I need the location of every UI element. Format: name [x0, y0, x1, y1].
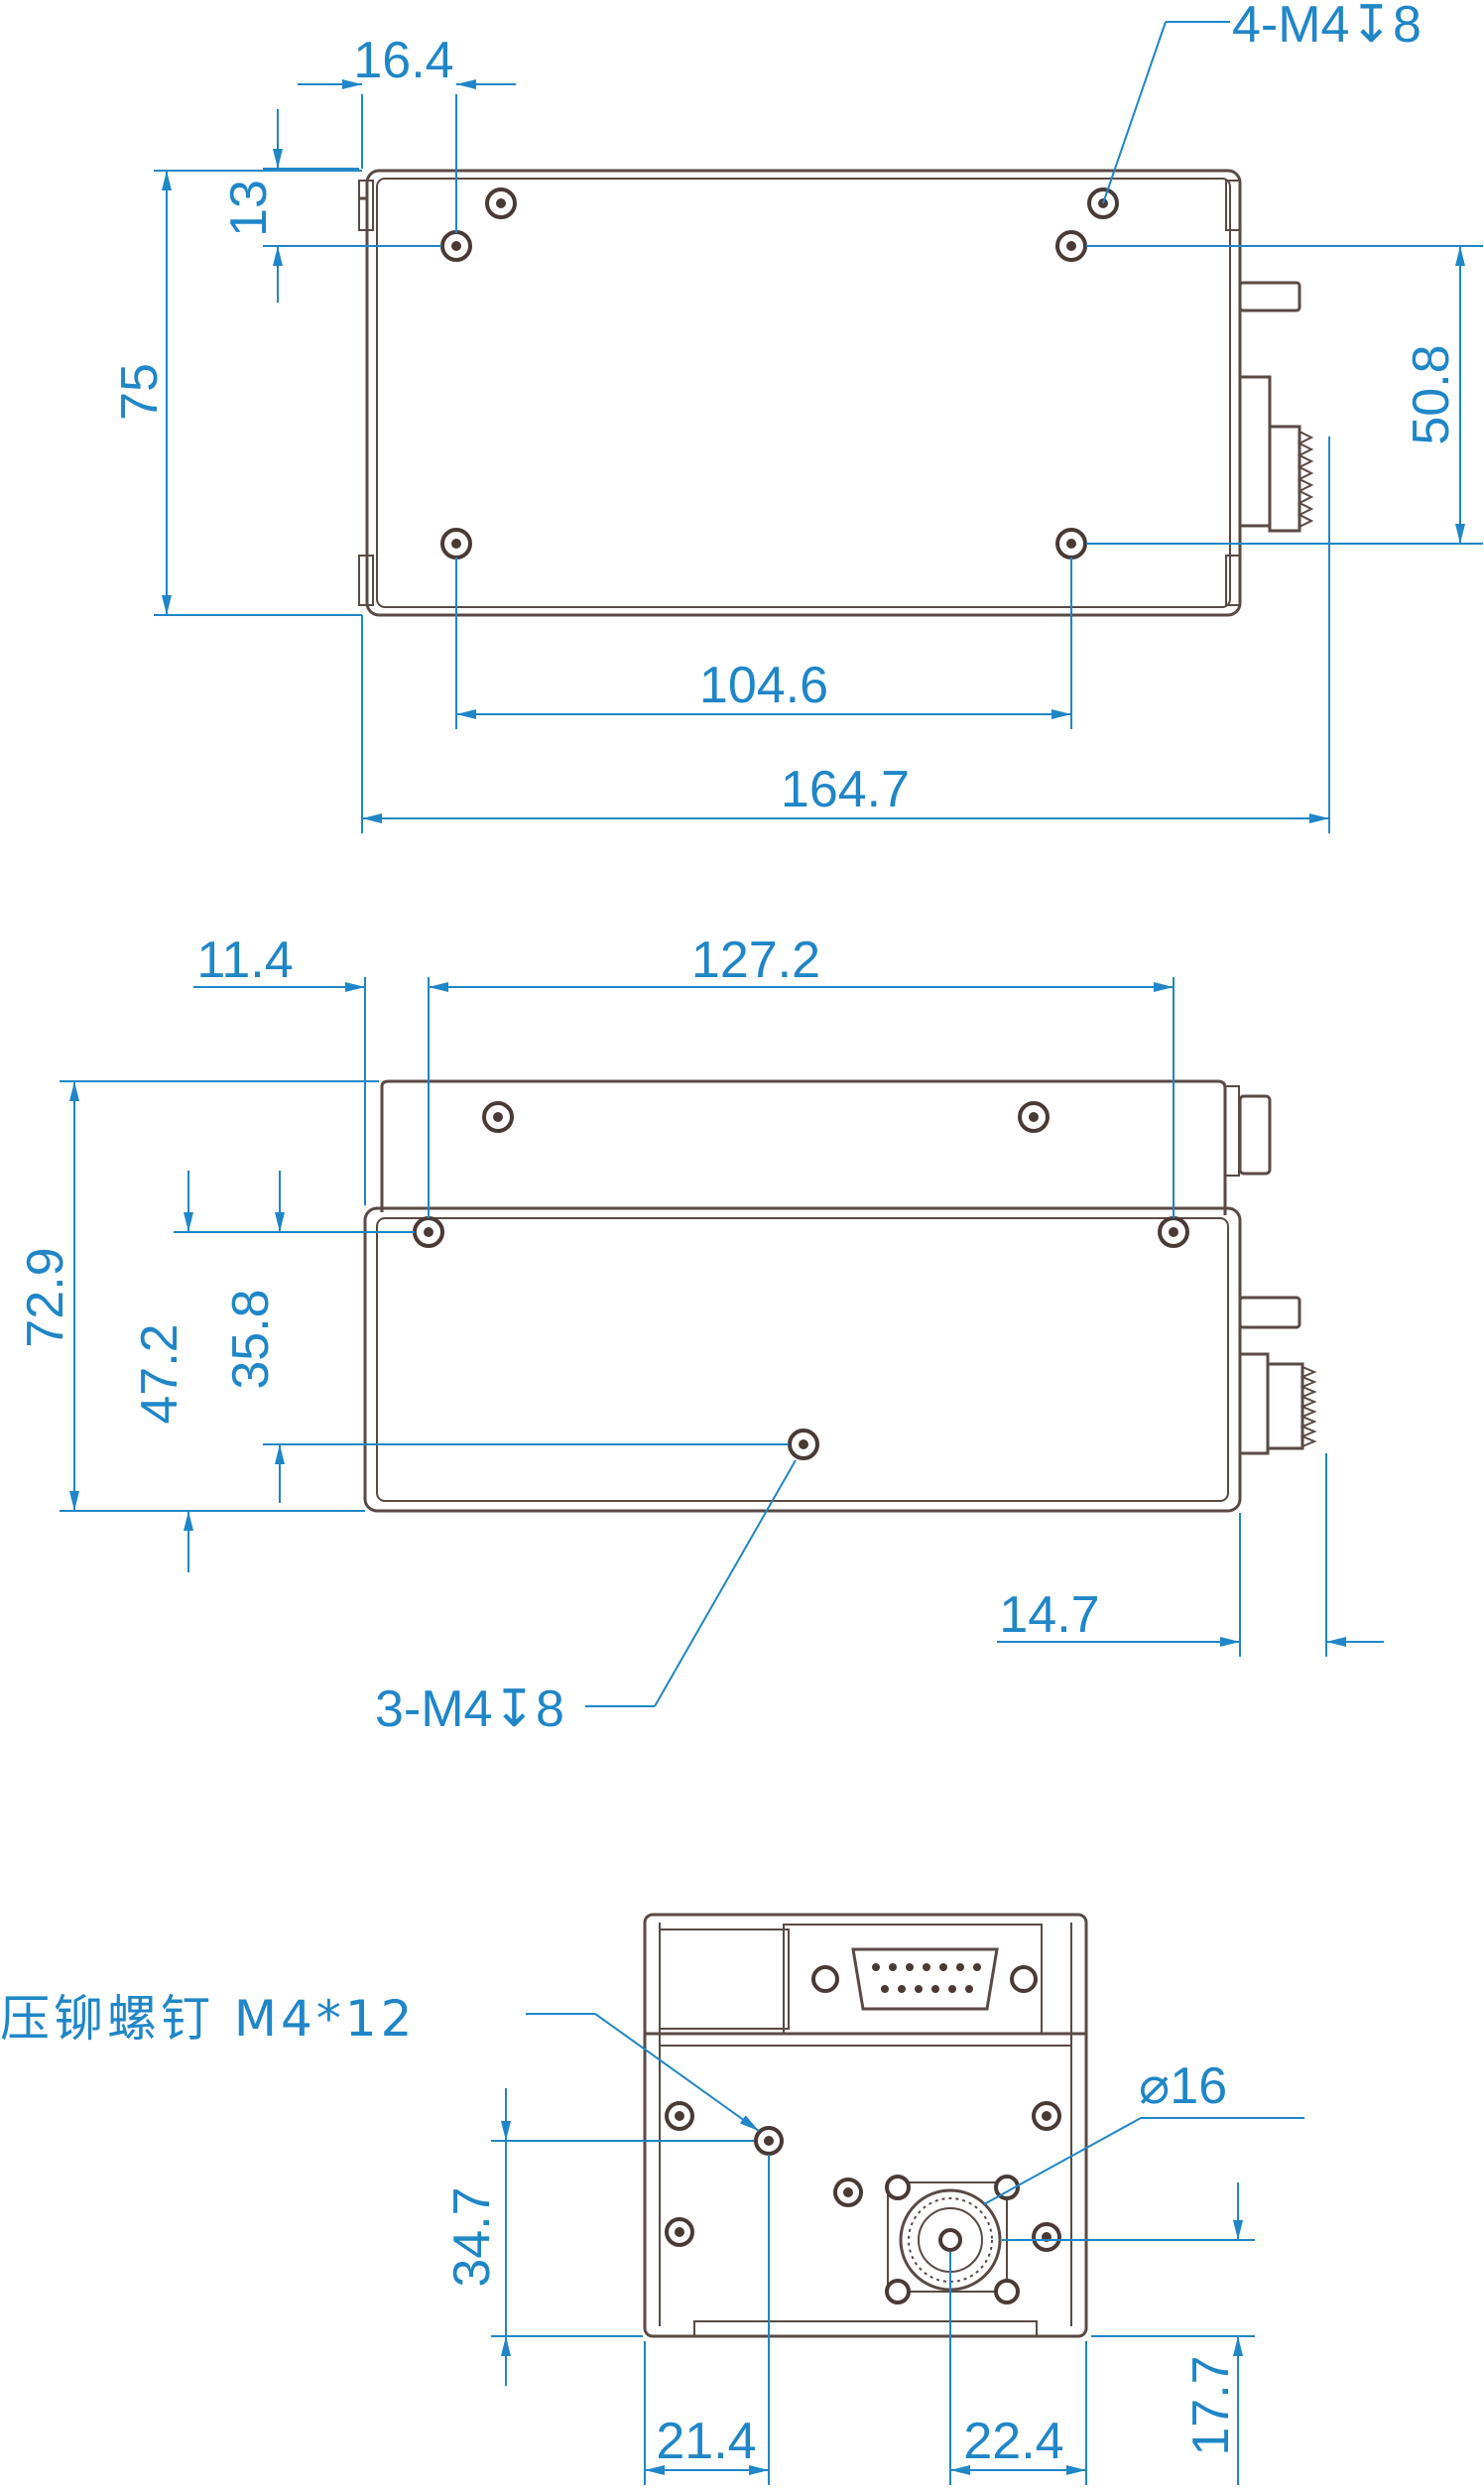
end-view-hole [1032, 2101, 1061, 2131]
top-view-bnc-body [1268, 425, 1301, 533]
end-view-hole [1032, 2222, 1061, 2252]
side-view-bnc-knurl [1299, 1366, 1317, 1447]
end-view: 压铆螺钉 M4*12 ⌀16 34.7 17.7 21.4 22.4 [0, 1913, 1304, 2485]
side-view-bnc-base [1238, 1352, 1270, 1455]
dim-72-9: 72.9 [17, 1247, 74, 1347]
top-view-body-inner [376, 178, 1231, 608]
end-view-dsub-frame [783, 1924, 1043, 2035]
end-view-bore-flange [887, 2181, 1008, 2293]
side-view-pin-connector [1238, 1296, 1301, 1329]
end-view-terminal-block [659, 1929, 790, 2030]
end-view-hole [665, 2217, 694, 2247]
note-4-m4: 4-M4↧8 [1232, 0, 1422, 54]
dim-diameter-16: ⌀16 [1139, 2057, 1227, 2115]
dim-50-8: 50.8 [1403, 344, 1460, 444]
side-view: 11.4 127.2 72.9 47.2 35.8 14.7 3-M4↧8 [17, 932, 1384, 1738]
dim-104-6: 104.6 [699, 657, 828, 714]
dim-47-2: 47.2 [131, 1323, 188, 1424]
top-view: 16.4 13 75 50.8 104.6 164.7 4-M4↧8 [111, 0, 1483, 833]
top-view-hole [1055, 528, 1087, 560]
side-view-top-connector [1238, 1094, 1272, 1176]
top-view-hole [1055, 230, 1087, 262]
end-view-hole [833, 2178, 863, 2207]
dim-127-2: 127.2 [691, 932, 820, 989]
top-view-bnc-knurl [1297, 431, 1314, 528]
end-view-hole [665, 2101, 694, 2131]
note-3-m4: 3-M4↧8 [375, 1680, 564, 1738]
side-view-hole [482, 1101, 514, 1133]
dim-34-7: 34.7 [443, 2186, 501, 2287]
side-view-hole [788, 1429, 819, 1460]
dim-35-8: 35.8 [222, 1289, 280, 1389]
note-rivet: 压铆螺钉 M4*12 [0, 1990, 416, 2048]
side-view-cover [380, 1079, 1227, 1215]
top-view-bnc-base [1238, 375, 1272, 528]
side-view-body-outline [363, 1206, 1242, 1513]
side-view-body-inner [376, 1217, 1229, 1502]
dim-75: 75 [111, 363, 169, 421]
dim-14-7: 14.7 [999, 1586, 1099, 1644]
dim-13: 13 [220, 180, 278, 237]
end-view-bore-center [938, 2228, 962, 2252]
dim-21-4: 21.4 [656, 2413, 756, 2470]
top-view-pin-connector [1238, 281, 1301, 312]
top-view-hole [485, 187, 517, 219]
dim-16-4: 16.4 [353, 32, 453, 89]
dim-11-4: 11.4 [196, 932, 293, 989]
side-view-hole [413, 1216, 444, 1248]
top-view-flange-bottom [358, 555, 374, 606]
top-view-hole [440, 528, 472, 560]
side-view-hole [1158, 1216, 1189, 1248]
end-view-dsub-pins [872, 1963, 981, 1993]
end-view-dsub-screw-right [1010, 1965, 1038, 1993]
top-view-flange-top [358, 180, 374, 231]
dim-22-4: 22.4 [963, 2413, 1063, 2470]
end-view-rivet-nut [754, 2126, 784, 2156]
end-view-dsub-shell [851, 1947, 999, 2011]
top-view-hole [440, 230, 472, 262]
end-view-dsub-screw-left [811, 1965, 839, 1993]
side-view-hole [1018, 1101, 1050, 1133]
dim-164-7: 164.7 [781, 761, 910, 818]
dim-17-7: 17.7 [1182, 2355, 1240, 2455]
top-view-body-outline [365, 169, 1242, 617]
side-view-bnc-body [1266, 1362, 1304, 1450]
